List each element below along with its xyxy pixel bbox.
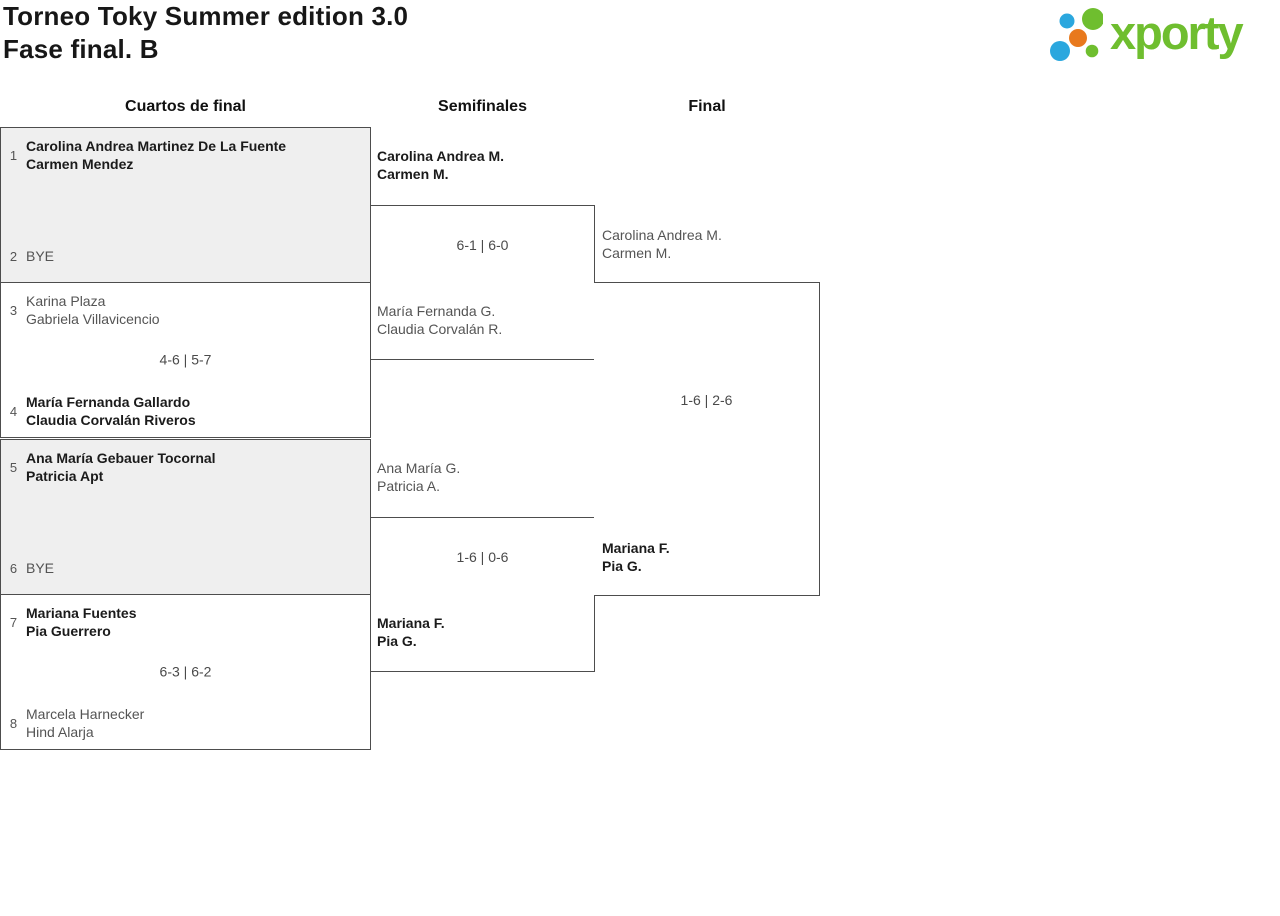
qf2-team2-row: 4 María Fernanda Gallardo Claudia Corval… bbox=[1, 393, 362, 429]
player-name: Mariana F. bbox=[602, 540, 670, 556]
phase-name: Fase final. B bbox=[3, 34, 159, 64]
match-score: 6-1 | 6-0 bbox=[456, 237, 509, 253]
team-names: María Fernanda Gallardo Claudia Corvalán… bbox=[26, 393, 196, 429]
team-names: Carolina Andrea Martinez De La Fuente Ca… bbox=[26, 137, 286, 173]
player-name: Karina Plaza bbox=[26, 293, 106, 309]
player-name: María Fernanda Gallardo bbox=[26, 394, 191, 410]
sf2-team1-label: Ana María G. Patricia A. bbox=[377, 459, 460, 495]
team-names: Mariana Fuentes Pia Guerrero bbox=[26, 604, 136, 640]
player-name: Claudia Corvalán R. bbox=[377, 321, 503, 337]
player-name: Carmen Mendez bbox=[26, 156, 134, 172]
qf4-team2-row: 8 Marcela Harnecker Hind Alarja bbox=[1, 705, 362, 741]
xporty-logo[interactable]: xporty bbox=[1050, 6, 1244, 64]
team-names: Ana María Gebauer Tocornal Patricia Apt bbox=[26, 449, 216, 485]
seed-number: 3 bbox=[9, 302, 18, 318]
xporty-logo-icon bbox=[1050, 8, 1103, 61]
logo-dot-blue-small bbox=[1059, 13, 1075, 29]
player-name: Gabriela Villavicencio bbox=[26, 311, 160, 327]
quarterfinal-match-4[interactable]: 7 Mariana Fuentes Pia Guerrero 6-3 | 6-2… bbox=[0, 594, 371, 750]
tournament-name: Torneo Toky Summer edition 3.0 bbox=[3, 1, 409, 31]
player-name: Patricia Apt bbox=[26, 468, 104, 484]
semifinal-match-2[interactable]: 1-6 | 0-6 bbox=[370, 517, 595, 672]
player-name: Carmen M. bbox=[602, 245, 672, 261]
quarterfinal-match-2[interactable]: 3 Karina Plaza Gabriela Villavicencio 4-… bbox=[0, 282, 371, 438]
seed-number: 1 bbox=[9, 147, 18, 163]
player-name: Pia G. bbox=[602, 558, 642, 574]
player-name: Carolina Andrea M. bbox=[602, 227, 722, 243]
page-title: Torneo Toky Summer edition 3.0 Fase fina… bbox=[3, 0, 408, 66]
column-header-final: Final bbox=[688, 98, 726, 115]
match-score: 4-6 | 5-7 bbox=[159, 351, 212, 368]
qf1-team1-row: 1 Carolina Andrea Martinez De La Fuente … bbox=[1, 137, 362, 173]
seed-number: 6 bbox=[9, 560, 18, 576]
semifinal-match-1[interactable]: 6-1 | 6-0 bbox=[370, 205, 595, 360]
player-name: Carmen M. bbox=[377, 166, 449, 182]
player-name: Mariana F. bbox=[377, 615, 445, 631]
logo-dot-green-large bbox=[1082, 8, 1103, 30]
team-names: BYE bbox=[26, 247, 54, 265]
player-name: Ana María G. bbox=[377, 460, 461, 476]
team-names: Marcela Harnecker Hind Alarja bbox=[26, 705, 144, 741]
team-names: Karina Plaza Gabriela Villavicencio bbox=[26, 292, 160, 328]
final-team2-label: Mariana F. Pia G. bbox=[602, 539, 670, 575]
column-header-quarterfinals: Cuartos de final bbox=[125, 98, 246, 115]
qf3-team1-row: 5 Ana María Gebauer Tocornal Patricia Ap… bbox=[1, 449, 362, 485]
player-name: María Fernanda G. bbox=[377, 303, 496, 319]
player-name: Carolina Andrea M. bbox=[377, 148, 505, 164]
player-name: Mariana Fuentes bbox=[26, 605, 137, 621]
quarterfinal-match-1[interactable]: 1 Carolina Andrea Martinez De La Fuente … bbox=[0, 127, 371, 283]
seed-number: 7 bbox=[9, 614, 18, 630]
match-score: 1-6 | 2-6 bbox=[680, 392, 733, 408]
qf3-team2-row: 6 BYE bbox=[1, 550, 362, 586]
logo-dot-green-small bbox=[1085, 44, 1099, 58]
player-name: Carolina Andrea Martinez De La Fuente bbox=[26, 138, 287, 154]
logo-dot-blue-large bbox=[1050, 41, 1070, 61]
player-name: Ana María Gebauer Tocornal bbox=[26, 450, 216, 466]
team-names: BYE bbox=[26, 559, 54, 577]
qf2-team1-row: 3 Karina Plaza Gabriela Villavicencio bbox=[1, 292, 362, 328]
player-name: BYE bbox=[26, 248, 55, 264]
sf1-team2-label: María Fernanda G. Claudia Corvalán R. bbox=[377, 302, 502, 338]
xporty-logo-text: xporty bbox=[1110, 6, 1244, 59]
match-score: 1-6 | 0-6 bbox=[456, 549, 509, 565]
column-header-semifinals: Semifinales bbox=[438, 98, 527, 115]
final-team1-label: Carolina Andrea M. Carmen M. bbox=[602, 226, 722, 262]
player-name: Claudia Corvalán Riveros bbox=[26, 412, 196, 428]
logo-dot-orange bbox=[1069, 29, 1087, 47]
seed-number: 5 bbox=[9, 459, 18, 475]
player-name: Pia G. bbox=[377, 633, 417, 649]
seed-number: 8 bbox=[9, 715, 18, 731]
qf1-team2-row: 2 BYE bbox=[1, 238, 362, 274]
player-name: Pia Guerrero bbox=[26, 623, 111, 639]
sf2-team2-label: Mariana F. Pia G. bbox=[377, 614, 445, 650]
player-name: Marcela Harnecker bbox=[26, 706, 145, 722]
seed-number: 4 bbox=[9, 403, 18, 419]
quarterfinal-match-3[interactable]: 5 Ana María Gebauer Tocornal Patricia Ap… bbox=[0, 439, 371, 595]
seed-number: 2 bbox=[9, 248, 18, 264]
qf4-team1-row: 7 Mariana Fuentes Pia Guerrero bbox=[1, 604, 362, 640]
player-name: BYE bbox=[26, 560, 55, 576]
match-score: 6-3 | 6-2 bbox=[159, 663, 212, 680]
sf1-team1-label: Carolina Andrea M. Carmen M. bbox=[377, 147, 504, 183]
player-name: Patricia A. bbox=[377, 478, 441, 494]
player-name: Hind Alarja bbox=[26, 724, 94, 740]
final-match[interactable]: 1-6 | 2-6 bbox=[594, 282, 820, 596]
